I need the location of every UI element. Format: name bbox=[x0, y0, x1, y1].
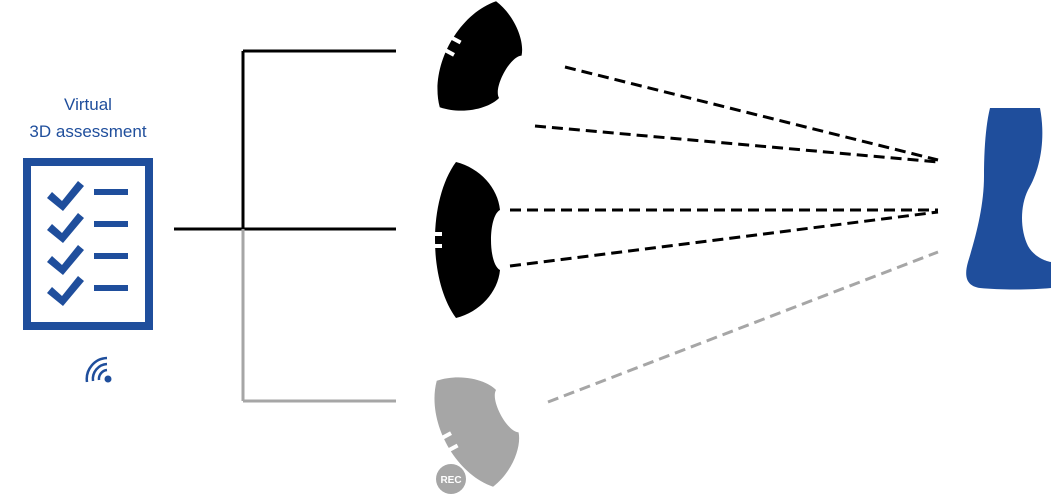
rec-badge: REC bbox=[436, 464, 466, 494]
camera-icon-bottom bbox=[411, 358, 536, 497]
sensor-rays-active bbox=[510, 67, 938, 266]
camera-icon-top bbox=[414, 0, 539, 130]
title-line-1: Virtual bbox=[64, 95, 112, 114]
connector-active bbox=[174, 51, 396, 229]
camera-icon-middle bbox=[429, 162, 501, 318]
checklist-icon bbox=[27, 162, 149, 326]
wireless-signal-icon bbox=[87, 358, 112, 383]
leg-icon bbox=[966, 108, 1051, 290]
connector-inactive bbox=[243, 229, 396, 401]
title-line-2: 3D assessment bbox=[29, 122, 146, 141]
rec-label: REC bbox=[440, 475, 461, 486]
sensor-ray-inactive bbox=[548, 252, 938, 402]
